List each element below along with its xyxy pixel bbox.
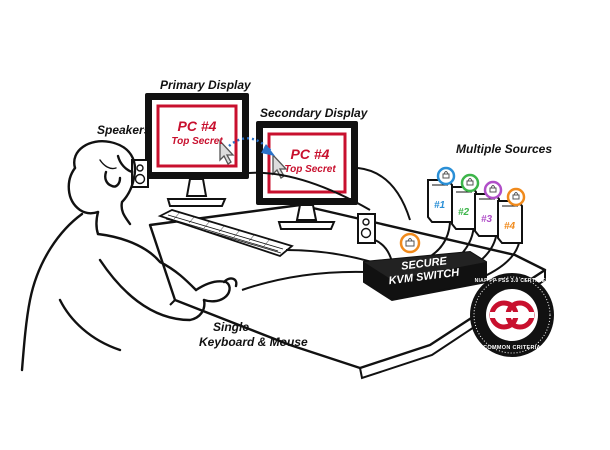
primary-screen-title: PC #4 — [177, 118, 217, 134]
secondary-monitor — [256, 121, 358, 230]
speaker-right — [357, 213, 376, 244]
source-label-2: #2 — [458, 207, 470, 218]
cursor-movement-arrow — [228, 137, 275, 156]
primary-display-label: Primary Display — [160, 78, 251, 92]
source-label-3: #3 — [481, 214, 493, 225]
keyboard-mouse-label: Keyboard & Mouse — [199, 335, 308, 349]
secondary-display-label: Secondary Display — [260, 106, 368, 120]
cursor-icon — [219, 139, 235, 165]
keyboard — [157, 209, 294, 258]
source-label-1: #1 — [434, 200, 446, 211]
source-pc-1 — [427, 166, 456, 223]
certification-seal — [470, 273, 554, 357]
primary-monitor — [145, 93, 249, 207]
primary-screen-subtitle: Top Secret — [171, 136, 223, 147]
source-pc-4 — [497, 187, 526, 244]
seal-bottom-text: COMMON CRITERIA — [483, 345, 541, 351]
source-label-4: #4 — [504, 221, 516, 232]
user-person — [20, 140, 238, 372]
kvm-status-icon — [399, 232, 421, 254]
single-label: Single — [213, 320, 250, 334]
seal-top-text: NIAP PP PSS 3.0 CERTIFIED — [474, 278, 550, 284]
cables — [241, 167, 411, 291]
speakers-label: Speakers — [97, 123, 151, 137]
secondary-screen-subtitle: Top Secret — [284, 164, 336, 175]
multiple-sources-label: Multiple Sources — [456, 142, 553, 156]
secondary-screen-title: PC #4 — [290, 146, 330, 162]
kvm-switch — [363, 232, 487, 302]
